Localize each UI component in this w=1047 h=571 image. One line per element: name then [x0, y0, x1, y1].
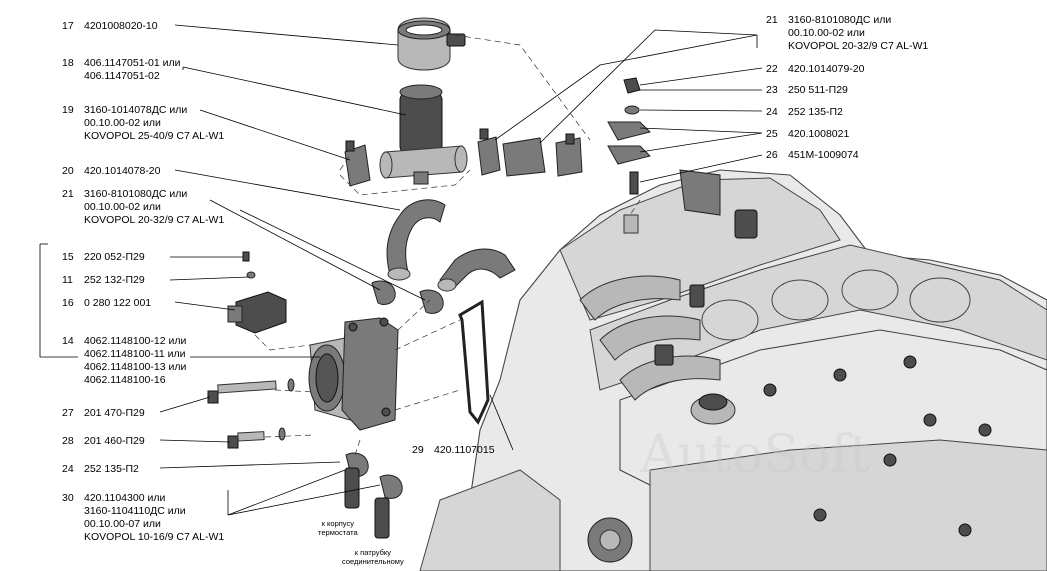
- engine-block: [419, 169, 1047, 571]
- part-19-clamps: [344, 128, 501, 187]
- part-17-bracket: [397, 17, 466, 71]
- part-21-clamps: [371, 280, 444, 315]
- callout-number: 30: [62, 492, 74, 504]
- callout-text: 252 135-П2: [788, 106, 843, 118]
- callout-number: 20: [62, 165, 74, 177]
- callout-number: 26: [766, 149, 778, 161]
- callout-number: 15: [62, 251, 74, 263]
- callout-number: 25: [766, 128, 778, 140]
- part-29-gasket: [458, 299, 490, 425]
- callout-text: 420.1008021: [788, 128, 850, 140]
- callout-number: 21: [766, 14, 778, 26]
- part-30-hoses: [344, 452, 403, 539]
- part-14-throttle-body: [308, 317, 399, 431]
- callout-text: 220 052-П29: [84, 251, 145, 263]
- callout-text: 252 132-П29: [84, 274, 145, 286]
- callout-text: 201 470-П29: [84, 407, 145, 419]
- callout-number: 22: [766, 63, 778, 75]
- callout-number: 11: [62, 274, 73, 286]
- callout-text: 451M-1009074: [788, 149, 859, 161]
- part-18-valve: [379, 84, 468, 185]
- part-20-hose: [386, 199, 516, 292]
- leader-lines: [39, 24, 763, 516]
- callout-number: 18: [62, 57, 74, 69]
- callout-text: 250 511-П29: [788, 84, 848, 96]
- callout-number: 19: [62, 104, 74, 116]
- callout-text: 201 460-П29: [84, 435, 145, 447]
- callout-number: 14: [62, 335, 74, 347]
- callout-number: 17: [62, 20, 74, 32]
- assembly-lines: [254, 34, 641, 456]
- callout-number: 27: [62, 407, 74, 419]
- callout-text: 0 280 122 001: [84, 297, 152, 309]
- part-27-28-bolts: [207, 378, 295, 449]
- callout-number: 23: [766, 84, 778, 96]
- callout-text: 420.1014079-20: [788, 63, 865, 75]
- part-16-sensor: [227, 291, 287, 334]
- callout-text: 4201008020-10: [84, 20, 158, 32]
- callout-number: 24: [62, 463, 74, 475]
- callout-text: 420.1107015: [434, 444, 495, 456]
- part-23-26-hardware: [607, 77, 651, 234]
- callout-number: 29: [412, 444, 424, 456]
- callout-number: 24: [766, 106, 778, 118]
- callout-number: 28: [62, 435, 74, 447]
- callout-number: 16: [62, 297, 74, 309]
- callout-number: 21: [62, 188, 74, 200]
- part-22-elbow: [502, 133, 583, 177]
- callout-text: 420.1014078-20: [84, 165, 161, 177]
- watermark: AutoSoft: [640, 425, 871, 485]
- part-15-11-fasteners: [242, 251, 256, 279]
- callout-text: 252 135-П2: [84, 463, 139, 475]
